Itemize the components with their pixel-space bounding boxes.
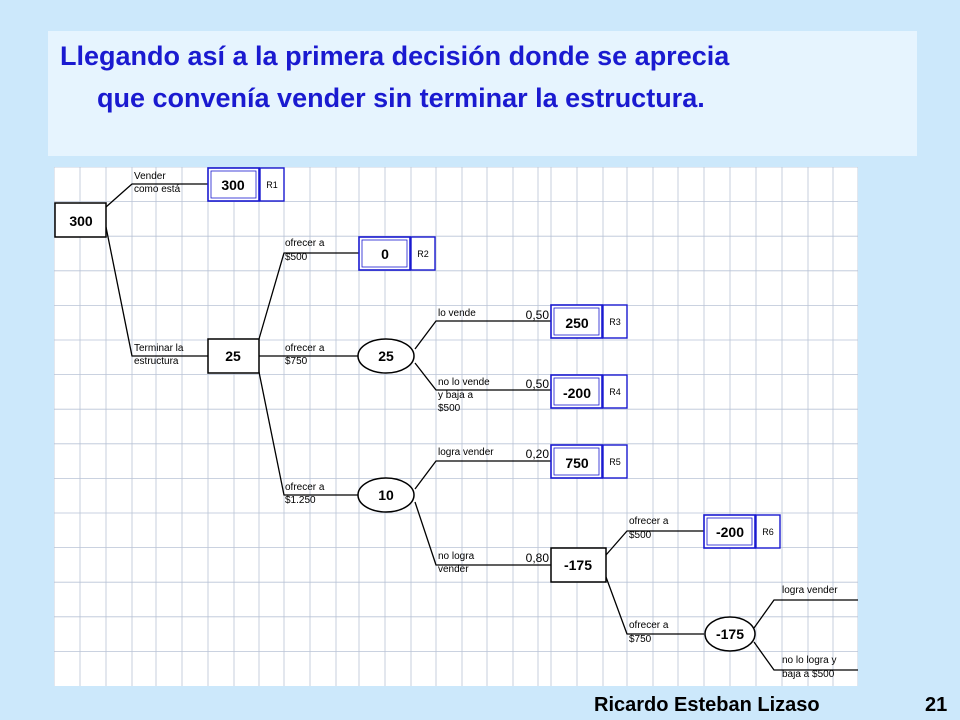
chance-node-2 bbox=[357, 477, 415, 513]
result-box-r5 bbox=[550, 444, 603, 479]
chance3-value: -175 bbox=[716, 626, 744, 642]
edge-d3-ofrecer750 bbox=[605, 576, 704, 635]
chance-node-3 bbox=[704, 616, 756, 652]
title-line-1: Llegando así a la primera decisión donde… bbox=[60, 41, 730, 71]
title-box: Llegando así a la primera decisión donde… bbox=[48, 31, 917, 156]
r6-value: -200 bbox=[716, 524, 744, 540]
result-tag-r1 bbox=[259, 167, 285, 202]
decision-tree: 300 Vender como está 300 R1 Terminar la … bbox=[54, 167, 858, 686]
r6-label: R6 bbox=[762, 527, 774, 537]
result-tag-r5 bbox=[602, 444, 628, 479]
r2-value: 0 bbox=[381, 246, 389, 262]
label-ofrecer1250-1: ofrecer a bbox=[285, 482, 325, 493]
result-tag-r4 bbox=[602, 374, 628, 409]
label-terminar-1: Terminar la bbox=[134, 343, 184, 354]
r4-label: R4 bbox=[609, 387, 621, 397]
r5-value: 750 bbox=[565, 455, 589, 471]
label-no-lo-vende-2: y baja a bbox=[438, 390, 473, 401]
title-line-2: que convenía vender sin terminar la estr… bbox=[97, 83, 705, 113]
label-ofrecer500b-1: ofrecer a bbox=[629, 516, 669, 527]
result-tag-r2 bbox=[410, 236, 436, 271]
decision2-value: 25 bbox=[225, 348, 241, 364]
edge-root-vender bbox=[105, 183, 208, 208]
edge-root-terminar bbox=[105, 226, 208, 357]
result-tag-r3 bbox=[602, 304, 628, 339]
label-ofrecer750b-1: ofrecer a bbox=[629, 620, 669, 631]
root-value: 300 bbox=[69, 213, 93, 229]
edge-c1-lo-vende bbox=[414, 320, 551, 350]
label-ofrecer750-1: ofrecer a bbox=[285, 343, 325, 354]
decision-node-root bbox=[54, 202, 107, 238]
label-ofrecer1250-2: $1.250 bbox=[285, 495, 316, 506]
edge-c3-no-logra bbox=[753, 641, 858, 671]
decision-node-3 bbox=[550, 547, 607, 583]
footer-author: Ricardo Esteban Lizaso bbox=[594, 694, 820, 716]
chance-node-1 bbox=[357, 338, 415, 374]
prob-logra-vender: 0,20 bbox=[526, 447, 550, 461]
edge-c2-no-logra bbox=[414, 501, 551, 566]
edge-c1-no-lo-vende bbox=[414, 362, 551, 391]
result-box-r6 bbox=[703, 514, 756, 549]
label-ofrecer750b-2: $750 bbox=[629, 634, 652, 645]
label-ofrecer500-2: $500 bbox=[285, 252, 308, 263]
chance2-value: 10 bbox=[378, 487, 394, 503]
tree-edges bbox=[105, 183, 858, 671]
result-tag-r6 bbox=[755, 514, 781, 549]
sheet-gridlines bbox=[54, 167, 858, 686]
label-logra-vender-b: logra vender bbox=[782, 585, 838, 596]
r3-label: R3 bbox=[609, 317, 621, 327]
label-no-logra-2: vender bbox=[438, 564, 469, 575]
label-vender-2: como está bbox=[134, 184, 181, 195]
edge-c2-logra bbox=[414, 460, 551, 490]
label-vender-1: Vender bbox=[134, 171, 166, 182]
label-no-lo-vende-1: no lo vende bbox=[438, 377, 490, 388]
page-number: 21 bbox=[925, 694, 948, 716]
edge-d2-ofrecer500 bbox=[258, 252, 359, 340]
chance1-value: 25 bbox=[378, 348, 394, 364]
label-no-lo-logra-2: baja a $500 bbox=[782, 669, 835, 680]
r5-label: R5 bbox=[609, 457, 621, 467]
label-ofrecer750-2: $750 bbox=[285, 356, 308, 367]
r1-value: 300 bbox=[221, 177, 245, 193]
label-logra-vender: logra vender bbox=[438, 447, 494, 458]
result-box-r2 bbox=[358, 236, 411, 271]
result-box-r4 bbox=[550, 374, 603, 409]
label-terminar-2: estructura bbox=[134, 356, 179, 367]
prob-no-lo-vende: 0,50 bbox=[526, 377, 550, 391]
edge-c3-logra bbox=[753, 599, 858, 629]
decision-tree-sheet: 300 Vender como está 300 R1 Terminar la … bbox=[54, 167, 858, 686]
edge-d3-ofrecer500 bbox=[605, 530, 704, 556]
prob-no-logra: 0,80 bbox=[526, 551, 550, 565]
decision-node-2 bbox=[207, 338, 260, 374]
label-ofrecer500b-2: $500 bbox=[629, 530, 652, 541]
label-no-lo-logra-1: no lo logra y bbox=[782, 655, 836, 666]
label-ofrecer500-1: ofrecer a bbox=[285, 238, 325, 249]
label-no-lo-vende-3: $500 bbox=[438, 403, 461, 414]
label-no-logra-1: no logra bbox=[438, 551, 475, 562]
prob-lo-vende: 0,50 bbox=[526, 308, 550, 322]
result-box-r1 bbox=[207, 167, 260, 202]
edge-d2-ofrecer1250 bbox=[258, 371, 359, 496]
r4-value: -200 bbox=[563, 385, 591, 401]
result-box-r3 bbox=[550, 304, 603, 339]
decision3-value: -175 bbox=[564, 557, 592, 573]
r1-label: R1 bbox=[266, 180, 278, 190]
r3-value: 250 bbox=[565, 315, 589, 331]
label-lo-vende: lo vende bbox=[438, 308, 476, 319]
r2-label: R2 bbox=[417, 249, 429, 259]
